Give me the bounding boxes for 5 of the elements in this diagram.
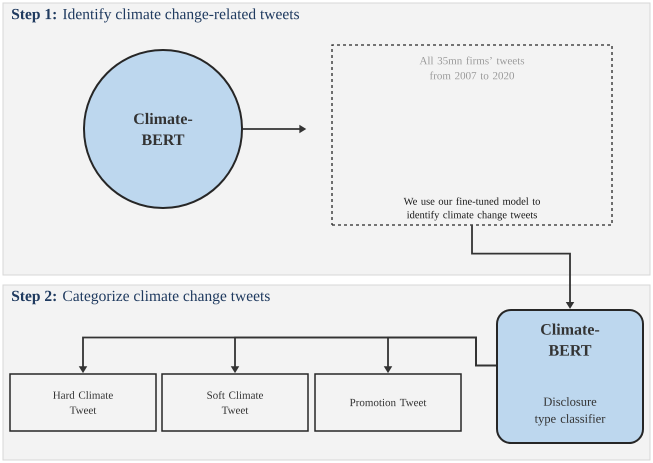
category-box: Soft Climate Tweet: [161, 373, 309, 432]
category-box: Promotion Tweet: [314, 373, 462, 432]
category-box: Hard Climate Tweet: [9, 373, 157, 432]
classifier-box: Climate-BERT Disclosure type classifier: [496, 309, 644, 444]
dashed-box: All 35mn firms’ tweets from 2007 to 2020 We use our fine-tuned model to identify climate change tweets: [331, 44, 613, 226]
